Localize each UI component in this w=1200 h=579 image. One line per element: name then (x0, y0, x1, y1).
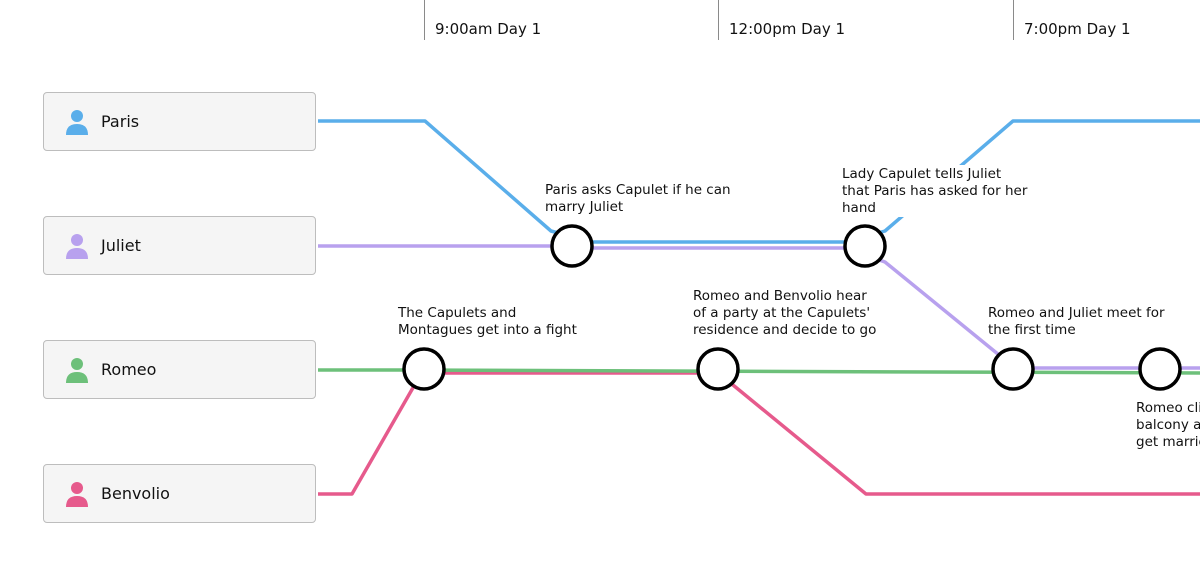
time-tick (424, 0, 425, 40)
character-name: Romeo (101, 360, 157, 379)
event-label: Romeo and Juliet meet for the first time (988, 305, 1165, 339)
event-label: Romeo and Benvolio hear of a party at th… (693, 288, 876, 339)
event-label-line: of a party at the Capulets' (693, 305, 871, 321)
event-label-line: Montagues get into a fight (398, 322, 577, 338)
time-label: 9:00am Day 1 (435, 20, 542, 38)
event-label-line: Romeo and Benvolio hear (693, 288, 867, 304)
event-label-line: balcony a (1136, 417, 1200, 433)
event-label-line: Lady Capulet tells Juliet (842, 166, 1002, 182)
event-label-line: marry Juliet (545, 199, 624, 215)
person-icon (66, 110, 88, 135)
character-name: Juliet (101, 236, 141, 255)
time-tick (1013, 0, 1014, 40)
event-node[interactable] (843, 224, 887, 268)
person-icon (66, 482, 88, 507)
event-label-line: residence and decide to go (693, 322, 877, 338)
event-node[interactable] (550, 224, 594, 268)
storyline-paris (318, 119, 1200, 244)
storyline-benvolio (318, 371, 1200, 496)
character-benvolio[interactable]: Benvolio (43, 464, 316, 523)
event-node[interactable] (696, 347, 740, 391)
event-label-line: Romeo cli (1136, 400, 1200, 416)
character-romeo[interactable]: Romeo (43, 340, 316, 399)
event-label-line: The Capulets and (398, 305, 517, 321)
character-paris[interactable]: Paris (43, 92, 316, 151)
event-label-line: hand (842, 200, 876, 216)
event-label: Lady Capulet tells Juliet that Paris has… (842, 166, 1027, 217)
event-label-line: Paris asks Capulet if he can (545, 182, 731, 198)
event-label-line: that Paris has asked for her (842, 183, 1028, 199)
person-icon (66, 358, 88, 383)
label-mask (840, 165, 1030, 217)
character-name: Benvolio (101, 484, 170, 503)
event-node[interactable] (1138, 347, 1182, 391)
event-label: Paris asks Capulet if he can marry Julie… (545, 182, 731, 216)
character-juliet[interactable]: Juliet (43, 216, 316, 275)
event-label: Romeo cli balcony a get marrie (1136, 400, 1200, 451)
time-label: 7:00pm Day 1 (1024, 20, 1131, 38)
event-label-line: get marrie (1136, 434, 1200, 450)
time-tick (718, 0, 719, 40)
event-label-line: the first time (988, 322, 1076, 338)
event-label-line: Romeo and Juliet meet for (988, 305, 1165, 321)
event-label: The Capulets and Montagues get into a fi… (398, 305, 577, 339)
person-icon (66, 234, 88, 259)
event-node[interactable] (402, 347, 446, 391)
character-name: Paris (101, 112, 140, 131)
event-node[interactable] (991, 347, 1035, 391)
time-label: 12:00pm Day 1 (729, 20, 846, 38)
